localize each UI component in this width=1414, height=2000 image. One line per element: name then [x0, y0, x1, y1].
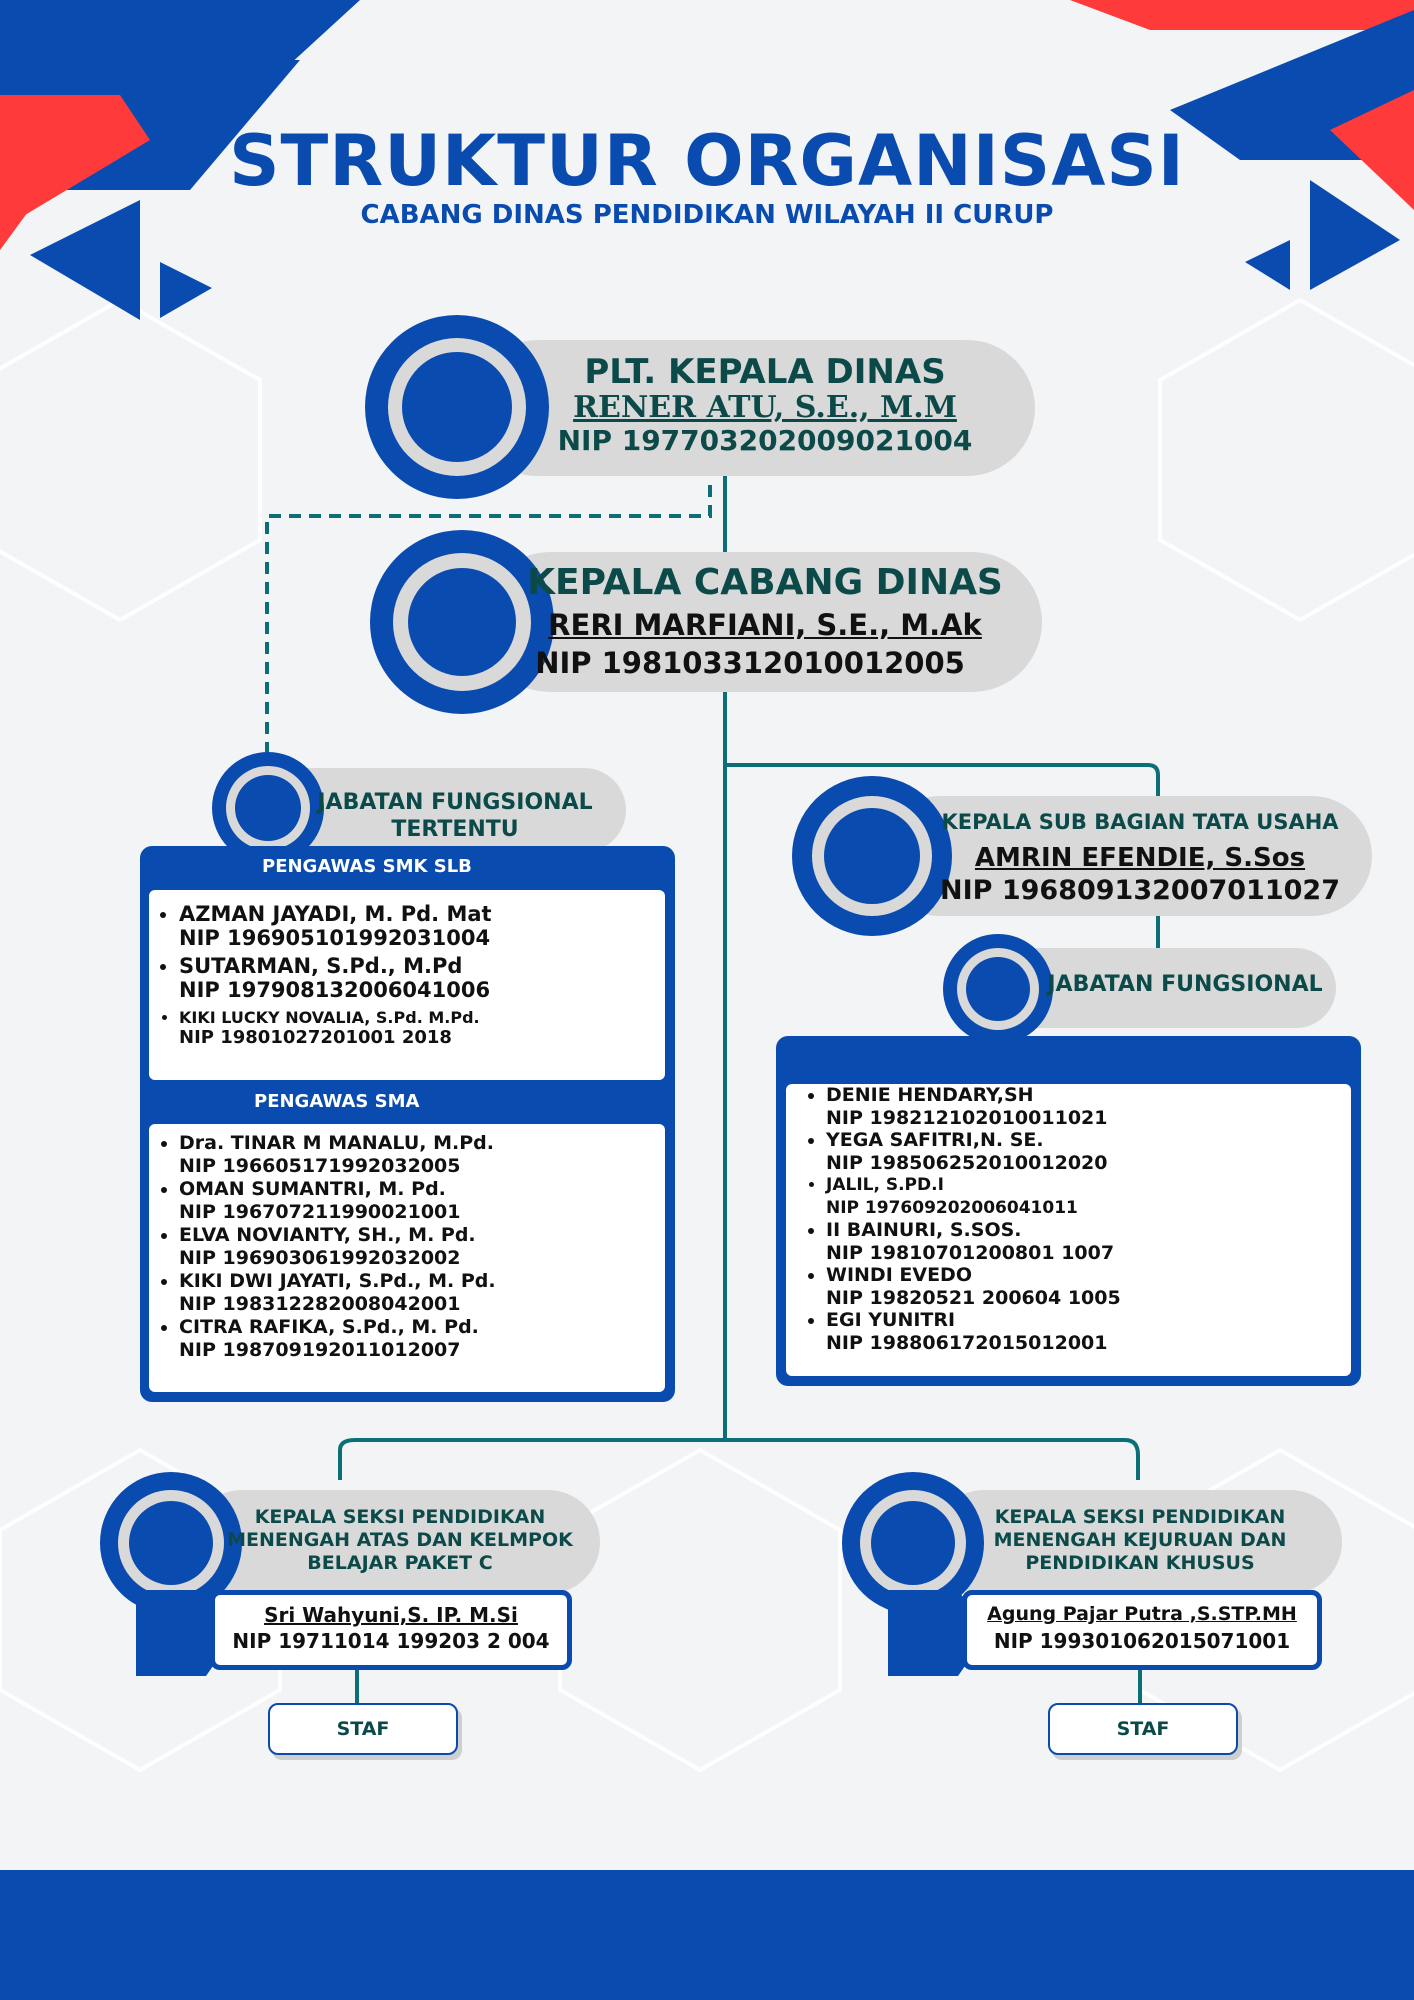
kepala-cabang-name: RERI MARFIANI, S.E., M.Ak — [548, 608, 982, 642]
member-nip: NIP 198806172015012001 — [826, 1331, 1108, 1354]
member-name: Dra. TINAR M MANALU, M.Pd. — [179, 1132, 494, 1154]
member-nip: NIP 196707211990021001 — [179, 1201, 461, 1223]
list-item: SUTARMAN, S.Pd., M.Pd NIP 19790813200604… — [179, 954, 665, 1002]
plt-name: RENER ATU, S.E., M.M — [573, 390, 957, 425]
member-name: DENIE HENDARY,SH — [826, 1084, 1034, 1106]
pengawas-smk-title: PENGAWAS SMK SLB — [262, 856, 472, 877]
member-name: JALIL, S.PD.I — [826, 1175, 944, 1195]
list-item: YEGA SAFITRI,N. SE.NIP 19850625201001202… — [826, 1129, 1351, 1174]
member-nip: NIP 196905101992031004 — [179, 926, 491, 950]
corner-decoration — [0, 0, 1414, 320]
seksi-sma-namebox: Sri Wahyuni,S. IP. M.Si NIP 19711014 199… — [210, 1590, 572, 1670]
member-nip: NIP 197908132006041006 — [179, 978, 491, 1002]
list-item: II BAINURI, S.SOS.NIP 19810701200801 100… — [826, 1219, 1351, 1264]
pengawas-sma-list: Dra. TINAR M MANALU, M.Pd.NIP 1966051719… — [149, 1124, 665, 1392]
seksi-sma-role-line2: MENENGAH ATAS DAN KELMPOK — [227, 1529, 573, 1551]
jf-role: JABATAN FUNGSIONAL — [1047, 972, 1323, 997]
member-nip: NIP 198212102010011021 — [826, 1106, 1108, 1129]
list-item: CITRA RAFIKA, S.Pd., M. Pd.NIP 198709192… — [179, 1316, 665, 1362]
member-name: ELVA NOVIANTY, SH., M. Pd. — [179, 1224, 476, 1246]
jft-role-line2: TERTENTU — [391, 817, 519, 842]
member-nip: NIP 19801027201001 2018 — [179, 1027, 452, 1048]
member-nip: NIP 196903061992032002 — [179, 1247, 461, 1269]
list-item: AZMAN JAYADI, M. Pd. Mat NIP 19690510199… — [179, 902, 665, 950]
member-name: WINDI EVEDO — [826, 1264, 972, 1286]
list-item: ELVA NOVIANTY, SH., M. Pd.NIP 1969030619… — [179, 1224, 665, 1270]
seksi-smk-role-line1: KEPALA SEKSI PENDIDIKAN — [994, 1506, 1286, 1528]
pengawas-smk-list: AZMAN JAYADI, M. Pd. Mat NIP 19690510199… — [149, 890, 665, 1080]
member-name: YEGA SAFITRI,N. SE. — [826, 1129, 1044, 1151]
tata-usaha-nip: NIP 196809132007011027 — [940, 875, 1340, 906]
seksi-smk-namebox: Agung Pajar Putra ,S.STP.MH NIP 19930106… — [962, 1590, 1322, 1670]
seksi-smk-role-line2: MENENGAH KEJURUAN DAN — [993, 1529, 1287, 1551]
seksi-sma-name: Sri Wahyuni,S. IP. M.Si — [264, 1603, 518, 1627]
seksi-smk-role-line3: PENDIDIKAN KHUSUS — [1025, 1552, 1255, 1574]
list-item: KIKI LUCKY NOVALIA, S.Pd. M.Pd. NIP 1980… — [179, 1008, 665, 1048]
staf-box-sma: STAF — [268, 1703, 458, 1755]
seksi-sma-role-line1: KEPALA SEKSI PENDIDIKAN — [254, 1506, 546, 1528]
list-item: OMAN SUMANTRI, M. Pd.NIP 196707211990021… — [179, 1178, 665, 1224]
member-name: OMAN SUMANTRI, M. Pd. — [179, 1178, 446, 1200]
seksi-smk-role: KEPALA SEKSI PENDIDIKAN MENENGAH KEJURUA… — [955, 1506, 1325, 1575]
footer-bar — [0, 1870, 1414, 2000]
page-subtitle: CABANG DINAS PENDIDIKAN WILAYAH II CURUP — [360, 200, 1054, 230]
seksi-sma-nip: NIP 19711014 199203 2 004 — [232, 1629, 550, 1653]
jft-role-line1: JABATAN FUNGSIONAL — [317, 790, 593, 815]
member-nip: NIP 198312282008042001 — [179, 1293, 461, 1315]
kepala-cabang-nip: NIP 198103312010012005 — [535, 646, 965, 680]
panel-header-smk: PENGAWAS SMK SLB — [140, 850, 675, 884]
tata-usaha-role: KEPALA SUB BAGIAN TATA USAHA — [941, 810, 1339, 834]
seksi-smk-name: Agung Pajar Putra ,S.STP.MH — [987, 1603, 1297, 1625]
kepala-cabang-role: KEPALA CABANG DINAS — [527, 562, 1003, 603]
member-name: CITRA RAFIKA, S.Pd., M. Pd. — [179, 1316, 479, 1338]
seksi-sma-role-line3: BELAJAR PAKET C — [307, 1552, 493, 1574]
member-nip: NIP 198709192011012007 — [179, 1339, 461, 1361]
tata-usaha-name: AMRIN EFENDIE, S.Sos — [974, 843, 1306, 873]
member-nip: NIP 19820521 200604 1005 — [826, 1286, 1121, 1309]
plt-nip: NIP 197703202009021004 — [557, 424, 973, 457]
member-name: AZMAN JAYADI, M. Pd. Mat — [179, 902, 492, 926]
panel-header-sma: PENGAWAS SMA — [146, 1082, 669, 1122]
member-nip: NIP 19810701200801 1007 — [826, 1241, 1115, 1264]
staf-box-smk: STAF — [1048, 1703, 1238, 1755]
list-item: Dra. TINAR M MANALU, M.Pd.NIP 1966051719… — [179, 1132, 665, 1178]
plt-role: PLT. KEPALA DINAS — [584, 352, 946, 392]
pengawas-sma-title: PENGAWAS SMA — [254, 1091, 420, 1112]
seksi-smk-nip: NIP 199301062015071001 — [993, 1629, 1291, 1653]
member-name: EGI YUNITRI — [826, 1309, 956, 1331]
member-name: KIKI LUCKY NOVALIA, S.Pd. M.Pd. — [179, 1008, 480, 1027]
member-nip: NIP 196605171992032005 — [179, 1155, 461, 1177]
seksi-sma-role: KEPALA SEKSI PENDIDIKAN MENENGAH ATAS DA… — [210, 1506, 590, 1575]
member-name: II BAINURI, S.SOS. — [826, 1219, 1022, 1241]
list-item: KIKI DWI JAYATI, S.Pd., M. Pd.NIP 198312… — [179, 1270, 665, 1316]
page-title: STRUKTUR ORGANISASI — [229, 120, 1185, 202]
member-nip: NIP 197609202006041011 — [826, 1197, 1078, 1218]
member-nip: NIP 198506252010012020 — [826, 1151, 1108, 1174]
member-name: KIKI DWI JAYATI, S.Pd., M. Pd. — [179, 1270, 496, 1292]
member-name: SUTARMAN, S.Pd., M.Pd — [179, 954, 463, 978]
